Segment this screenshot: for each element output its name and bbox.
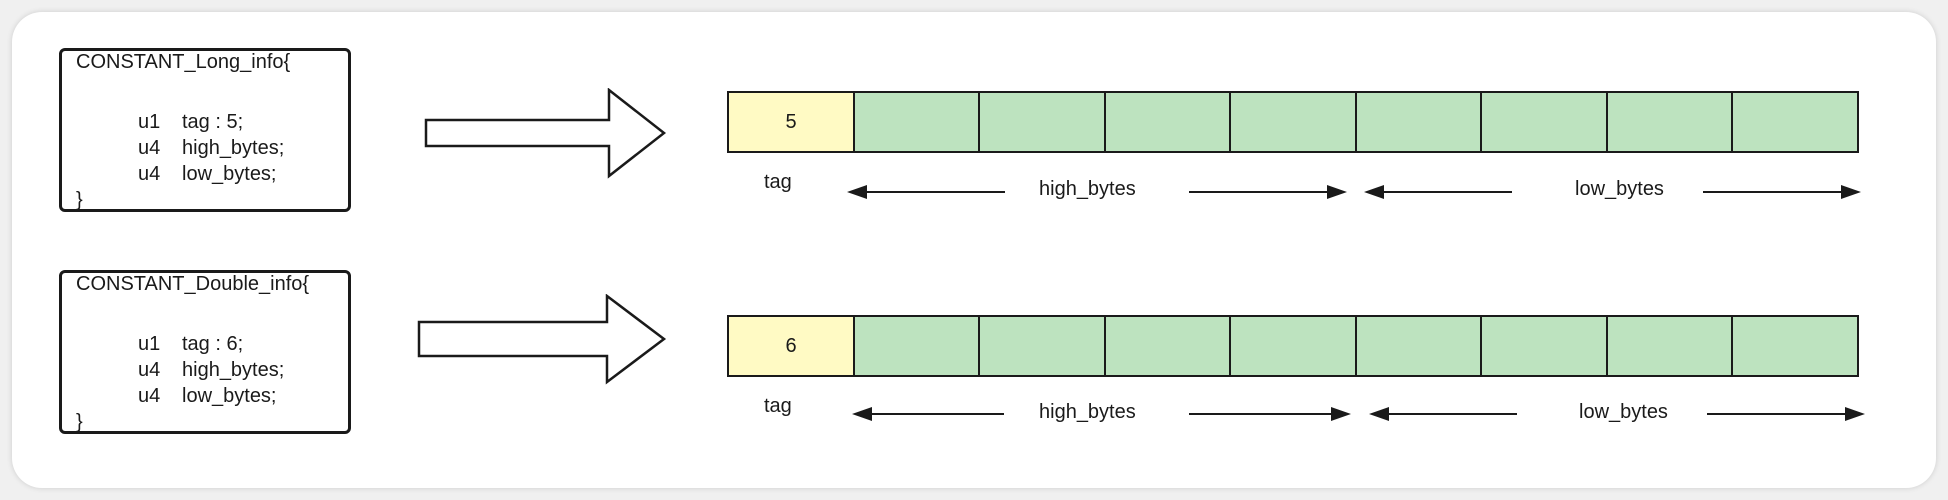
struct-field-low-bytes: u4 low_bytes; [138, 163, 277, 186]
low-bytes-right-arrow-icon [1703, 185, 1861, 199]
byte-cell [1480, 91, 1608, 153]
byte-cell [978, 91, 1106, 153]
struct-close-brace: } [76, 189, 83, 211]
tag-cell: 5 [727, 91, 855, 153]
byte-cell [852, 315, 981, 377]
field-text: low_bytes; [182, 163, 277, 185]
struct-name: CONSTANT_Long_info{ [76, 51, 291, 73]
tag-label: tag [764, 171, 792, 193]
high-bytes-left-arrow-icon [852, 407, 1004, 421]
byte-cell [1731, 91, 1859, 153]
struct-field-high-bytes: u4 high_bytes; [138, 359, 284, 382]
tag-cell: 6 [727, 315, 855, 377]
struct-name: CONSTANT_Double_info{ [76, 273, 310, 295]
struct-field-low-bytes: u4 low_bytes; [138, 385, 277, 408]
struct-definition-box: CONSTANT_Double_info{ u1 tag : 6; u4 high_… [59, 270, 351, 434]
struct-field-tag: u1 tag : 6; [138, 333, 243, 356]
struct-definition-box: CONSTANT_Long_info{ u1 tag : 5; u4 high_by… [59, 48, 351, 212]
byte-cell [1354, 315, 1483, 377]
byte-cell [1103, 315, 1232, 377]
byte-cell [1354, 91, 1483, 153]
field-type: u1 [138, 333, 161, 355]
diagram-card: CONSTANT_Long_info{ u1 tag : 5; u4 high_by… [12, 12, 1936, 488]
field-type: u1 [138, 111, 161, 133]
byte-cell [978, 315, 1106, 377]
right-arrow-icon [417, 294, 667, 385]
high-bytes-label: high_bytes [1039, 178, 1136, 200]
struct-close-brace: } [76, 411, 83, 433]
field-text: tag : 5; [182, 111, 244, 133]
high-bytes-right-arrow-icon [1189, 185, 1347, 199]
byte-cell [1731, 315, 1859, 377]
byte-cell [1103, 91, 1232, 153]
low-bytes-label: low_bytes [1579, 401, 1668, 423]
byte-layout: 5 [727, 91, 1859, 153]
byte-cell [1229, 315, 1357, 377]
byte-cell [1605, 91, 1734, 153]
field-type: u4 [138, 137, 161, 159]
high-bytes-left-arrow-icon [847, 185, 1005, 199]
field-text: high_bytes; [182, 137, 285, 159]
field-text: tag : 6; [182, 333, 244, 355]
field-type: u4 [138, 359, 161, 381]
byte-layout: 6 [727, 315, 1859, 377]
high-bytes-right-arrow-icon [1189, 407, 1351, 421]
low-bytes-left-arrow-icon [1369, 407, 1517, 421]
tag-label: tag [764, 395, 792, 417]
field-text: high_bytes; [182, 359, 285, 381]
low-bytes-left-arrow-icon [1364, 185, 1512, 199]
field-type: u4 [138, 385, 161, 407]
struct-field-tag: u1 tag : 5; [138, 111, 243, 134]
byte-cell [1605, 315, 1734, 377]
struct-field-high-bytes: u4 high_bytes; [138, 137, 284, 160]
low-bytes-right-arrow-icon [1707, 407, 1865, 421]
right-arrow-icon [424, 88, 667, 179]
field-type: u4 [138, 163, 161, 185]
low-bytes-label: low_bytes [1575, 178, 1664, 200]
byte-cell [1480, 315, 1608, 377]
high-bytes-label: high_bytes [1039, 401, 1136, 423]
byte-cell [1229, 91, 1357, 153]
byte-cell [852, 91, 981, 153]
field-text: low_bytes; [182, 385, 277, 407]
